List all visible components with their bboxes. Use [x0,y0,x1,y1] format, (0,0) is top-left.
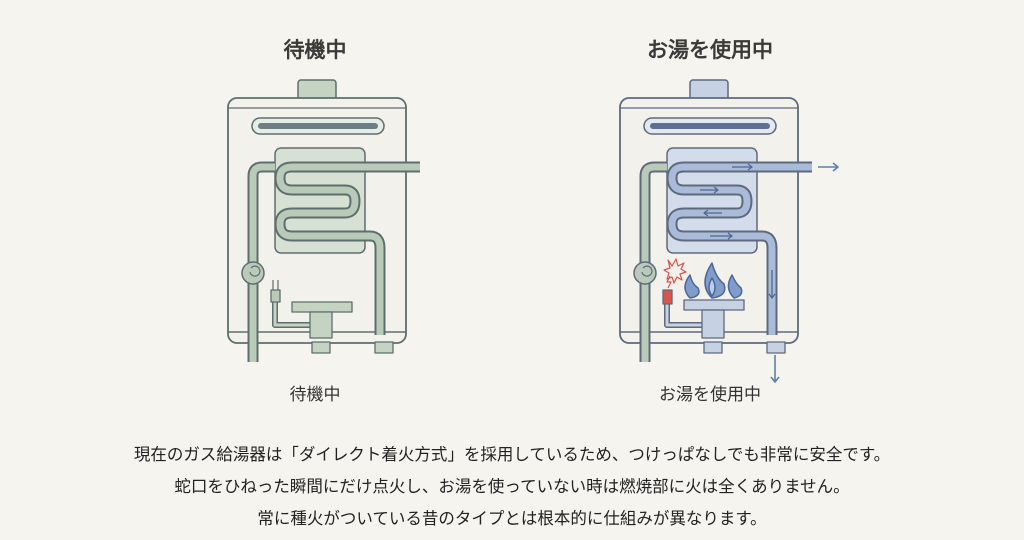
hot-water-down-arrow [770,355,780,383]
description-line-2: 蛇口をひねった瞬間にだけ点火し、お湯を使っていない時は燃焼部に火は全くありません… [174,477,850,496]
flow-arrows [700,162,839,383]
in-use-caption: お湯を使用中 [659,385,761,405]
valve-icon [633,261,657,285]
in-use-title: お湯を使用中 [647,38,773,62]
flame-icon [684,262,743,299]
water-heater-standby-diagram [227,79,420,362]
exhaust-cap [689,79,729,101]
description-line-3: 常に種火がついている昔のタイプとは根本的に仕組みが異なります。 [257,509,767,528]
valve-icon [241,261,265,285]
standby-caption: 待機中 [289,385,341,405]
exhaust-cap [297,79,337,101]
heat-exchanger [666,147,758,254]
burner [683,299,745,311]
igniter [270,289,281,303]
burner [291,301,353,313]
description-line-1: 現在のガス給湯器は「ダイレクト着火方式」を採用しているため、つけっぱなしでも非常… [133,445,891,464]
heat-exchanger [274,147,366,254]
water-heater-in-use-diagram [619,79,839,383]
hot-water-out-arrow [818,162,839,172]
standby-title: 待機中 [283,38,347,62]
spark-icon [663,258,687,284]
igniter [662,289,673,305]
